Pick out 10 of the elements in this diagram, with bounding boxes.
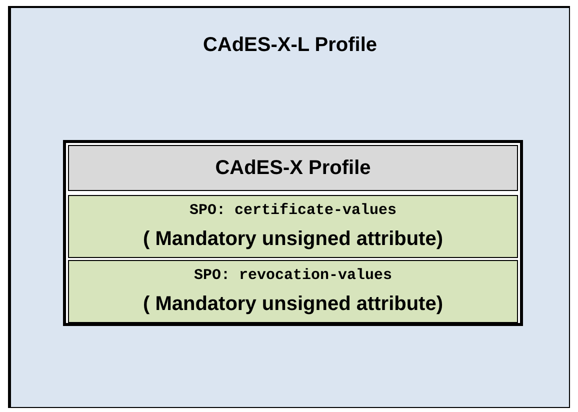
attribute-row [68,195,518,258]
outer-profile-box [8,6,570,408]
profile-table [63,140,523,326]
attribute-row [68,260,518,323]
attribute-name: SPO: certificate-values [188,202,398,219]
attribute-note: ( Mandatory unsigned attribute) [142,228,444,251]
attribute-name: SPO: revocation-values [192,267,394,284]
attribute-note: ( Mandatory unsigned attribute) [142,293,444,316]
profile-heading: CAdES-X-L Profile [202,34,378,57]
table-header: CAdES-X Profile [68,145,518,191]
